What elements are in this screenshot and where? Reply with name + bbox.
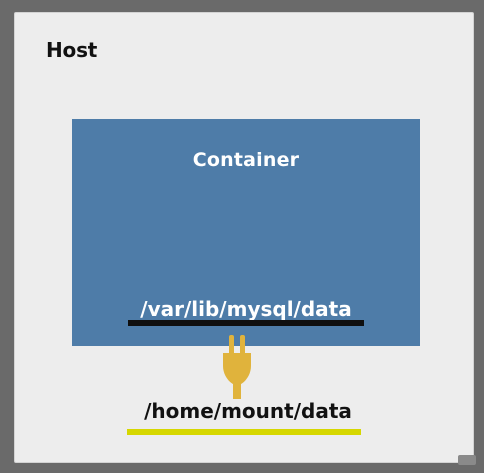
plug-icon xyxy=(223,335,251,399)
corner-badge xyxy=(458,455,476,465)
container-title: Container xyxy=(192,149,300,171)
container-box: Container /var/lib/mysql/data xyxy=(72,119,420,346)
host-box: Host Container /var/lib/mysql/data /home… xyxy=(14,12,474,463)
container-mount-line xyxy=(128,320,364,326)
host-title: Host xyxy=(46,38,98,62)
container-path: /var/lib/mysql/data xyxy=(140,297,352,321)
host-mount-line xyxy=(127,429,361,435)
host-path: /home/mount/data xyxy=(144,399,352,423)
